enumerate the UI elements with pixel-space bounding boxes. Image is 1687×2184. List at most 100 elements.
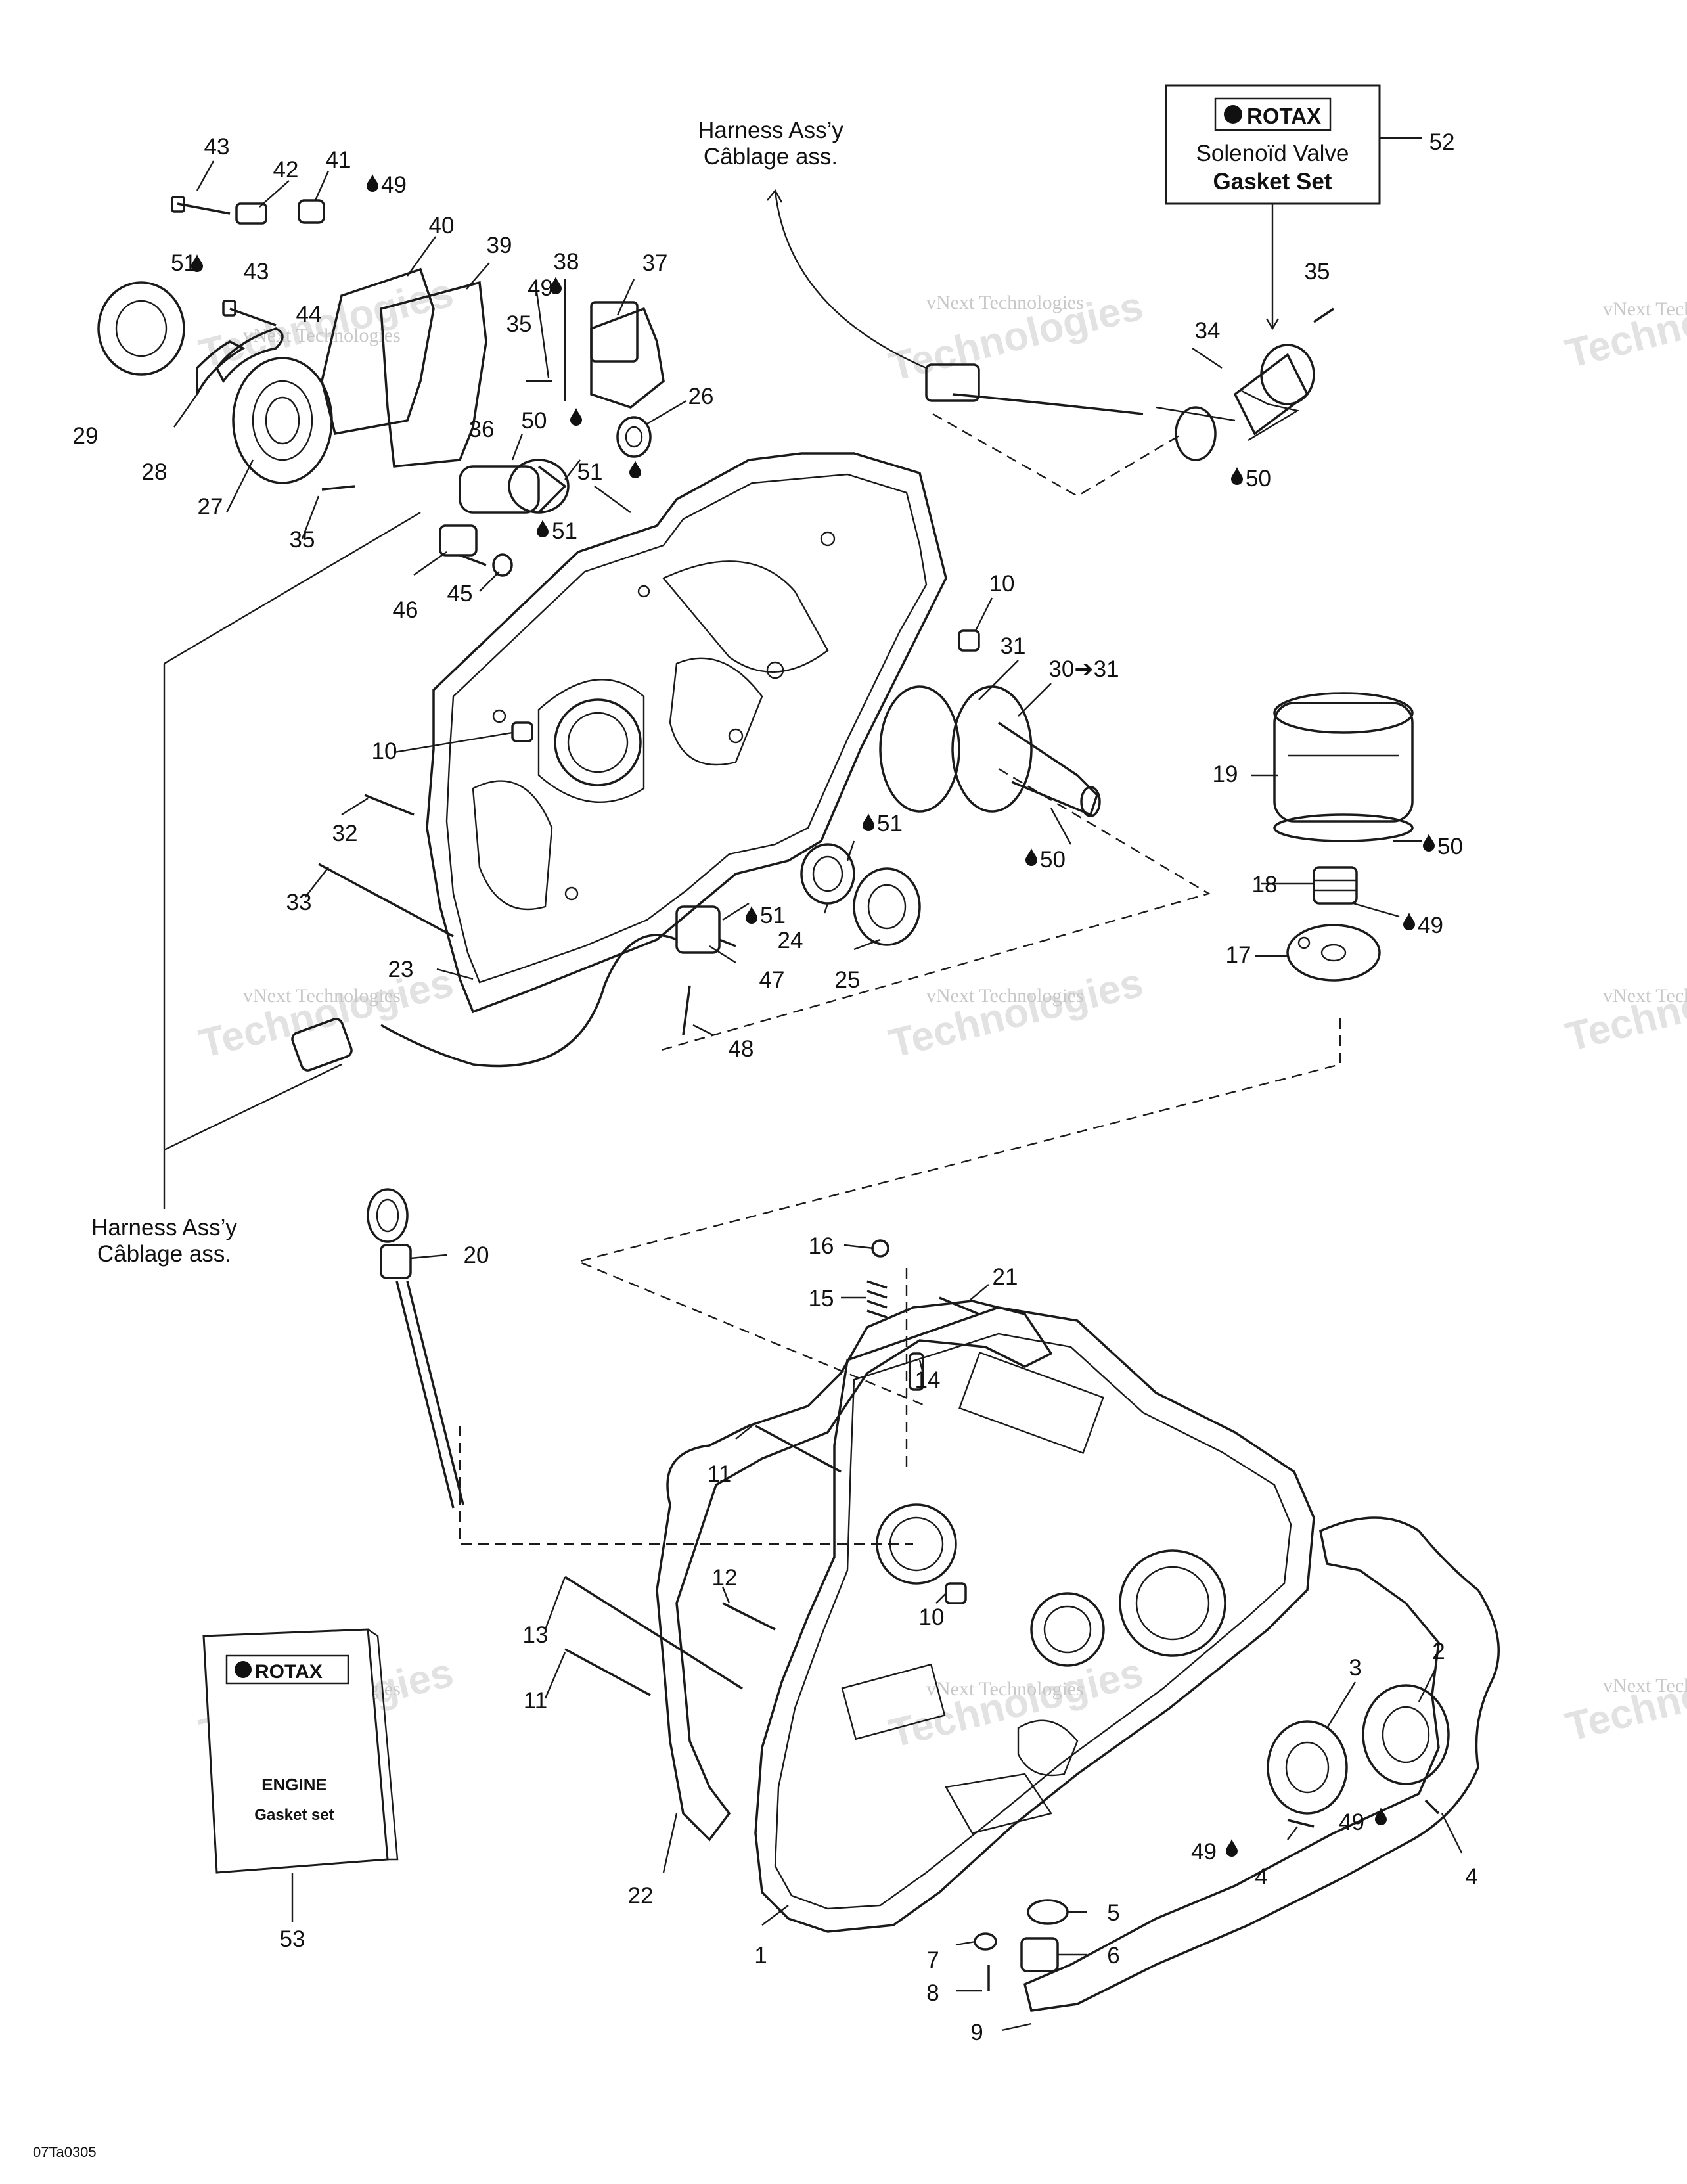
- sensor-46: [439, 524, 487, 566]
- bolt-11-upper: [755, 1424, 842, 1473]
- callout-48: 48: [729, 1036, 754, 1062]
- callout-47: 47: [759, 967, 785, 993]
- svg-text:vNext Technologies: vNext Technologies: [243, 325, 401, 346]
- callout-4-right: 4: [1465, 1864, 1477, 1890]
- watermark-9: Technologies vNext Technologies: [1562, 1643, 1687, 1750]
- svg-text:vNext Technologies: vNext Technologies: [1603, 298, 1687, 320]
- dowel-10-lower: [945, 1582, 967, 1604]
- callout-6: 6: [1107, 1943, 1119, 1968]
- callout-11-lower: 11: [524, 1688, 547, 1714]
- callout-29: 29: [73, 423, 99, 449]
- callout-2: 2: [1432, 1639, 1445, 1664]
- callout-39: 39: [487, 233, 512, 258]
- kit-line1: Solenoïd Valve: [1196, 141, 1349, 166]
- callout-45: 45: [447, 581, 473, 606]
- oil-drop-icon-49c: [1403, 913, 1415, 930]
- callout-27: 27: [198, 494, 223, 520]
- callout-44: 44: [296, 302, 322, 327]
- callout-28: 28: [142, 459, 168, 485]
- callout-1: 1: [754, 1943, 767, 1968]
- booklet-brand: ROTAX: [255, 1661, 323, 1683]
- svg-text:Technologies: Technologies: [195, 960, 458, 1067]
- gasket-22: [656, 1300, 1053, 1842]
- harness-label-left: Harness Ass’y Câblage ass.: [91, 1215, 237, 1267]
- oil-seal-24: [800, 843, 855, 905]
- booklet-title: ENGINE: [261, 1775, 327, 1794]
- callout-36: 36: [469, 417, 495, 442]
- svg-text:vNext Technologies: vNext Technologies: [243, 985, 401, 1007]
- callout-49-filter: 49: [1418, 913, 1443, 938]
- harness-label-top: Harness Ass’y Câblage ass.: [698, 118, 844, 170]
- oil-drop-icon-50b: [1231, 467, 1243, 485]
- callout-16: 16: [809, 1233, 834, 1259]
- callout-41: 41: [326, 147, 351, 173]
- harness-wire-lower: [291, 934, 677, 1072]
- callout-17: 17: [1226, 942, 1251, 968]
- svg-text:Technologies: Technologies: [1562, 1643, 1687, 1750]
- svg-text:vNext Technologies: vNext Technologies: [1603, 985, 1687, 1007]
- oil-drop-icon-50d: [1423, 834, 1435, 852]
- sensor-47: [675, 905, 736, 954]
- callout-20: 20: [464, 1242, 489, 1268]
- watermark-4: Technologies vNext Technologies: [195, 960, 458, 1067]
- callout-43-mid: 43: [244, 259, 269, 284]
- ball-16: [871, 1239, 889, 1258]
- callout-50-b: 50: [1246, 466, 1271, 491]
- svg-text:Technologies: Technologies: [1562, 270, 1687, 377]
- callout-50-a: 50: [522, 408, 547, 434]
- callout-50-c: 50: [1040, 847, 1066, 873]
- bolt-12: [722, 1602, 776, 1631]
- callout-9: 9: [970, 2020, 983, 2045]
- callout-40: 40: [429, 213, 455, 239]
- harness-connector-top: [925, 363, 980, 402]
- oil-drop-icon-51d: [863, 813, 874, 831]
- bolt-48: [682, 985, 691, 1035]
- fitting-18: [1313, 866, 1358, 905]
- callout-13: 13: [523, 1622, 549, 1648]
- bolt-32: [364, 794, 415, 816]
- harness-left-line1: Harness Ass’y: [91, 1215, 237, 1240]
- callout-10-left: 10: [372, 739, 397, 764]
- svg-text:Technologies: Technologies: [1562, 953, 1687, 1060]
- bearing-3: [1267, 1720, 1348, 1815]
- bolt-4-left: [1287, 1819, 1315, 1828]
- bolt-13: [564, 1576, 743, 1690]
- callout-53: 53: [280, 1926, 305, 1952]
- callout-52: 52: [1429, 129, 1455, 155]
- callout-23: 23: [388, 957, 414, 982]
- callout-42: 42: [273, 157, 299, 183]
- screw-35-right: [1313, 307, 1334, 323]
- spring-15: [866, 1280, 888, 1319]
- callout-35-mid: 35: [506, 311, 532, 337]
- callout-18: 18: [1252, 872, 1278, 898]
- svg-text:Technologies: Technologies: [885, 960, 1148, 1067]
- bolt-11-lower: [564, 1648, 651, 1696]
- watermark-6: Technologies vNext Technologies: [1562, 953, 1687, 1060]
- circlip-28: [196, 340, 246, 395]
- watermark-5: Technologies vNext Technologies: [885, 960, 1148, 1067]
- rotax-booklet-logo-icon: [235, 1661, 252, 1678]
- callout-10-lower: 10: [919, 1604, 945, 1630]
- callout-34: 34: [1195, 318, 1221, 344]
- callout-12: 12: [712, 1565, 738, 1591]
- oil-drop-icon-49d: [1226, 1839, 1238, 1857]
- bearing-2: [1362, 1684, 1450, 1785]
- callout-15: 15: [809, 1286, 834, 1311]
- callout-8: 8: [926, 1980, 939, 2006]
- harness-top-line2: Câblage ass.: [704, 144, 838, 170]
- svg-text:vNext Technologies: vNext Technologies: [1603, 1675, 1687, 1696]
- callout-49-left: 49: [1191, 1839, 1217, 1865]
- seal-26: [616, 416, 652, 458]
- callout-4-left: 4: [1255, 1864, 1267, 1890]
- callout-35-right: 35: [1305, 259, 1330, 284]
- oring-5: [1027, 1899, 1069, 1925]
- shaft-30: [879, 685, 1101, 817]
- dipstick-20: [367, 1188, 464, 1509]
- bolt-33: [318, 863, 454, 938]
- svg-text:vNext Technologies: vNext Technologies: [926, 985, 1084, 1007]
- oil-drop-icon-51c: [537, 520, 549, 537]
- callout-46: 46: [393, 597, 418, 623]
- callout-49-top: 49: [381, 172, 407, 198]
- oil-drop-icon-50a: [570, 408, 582, 426]
